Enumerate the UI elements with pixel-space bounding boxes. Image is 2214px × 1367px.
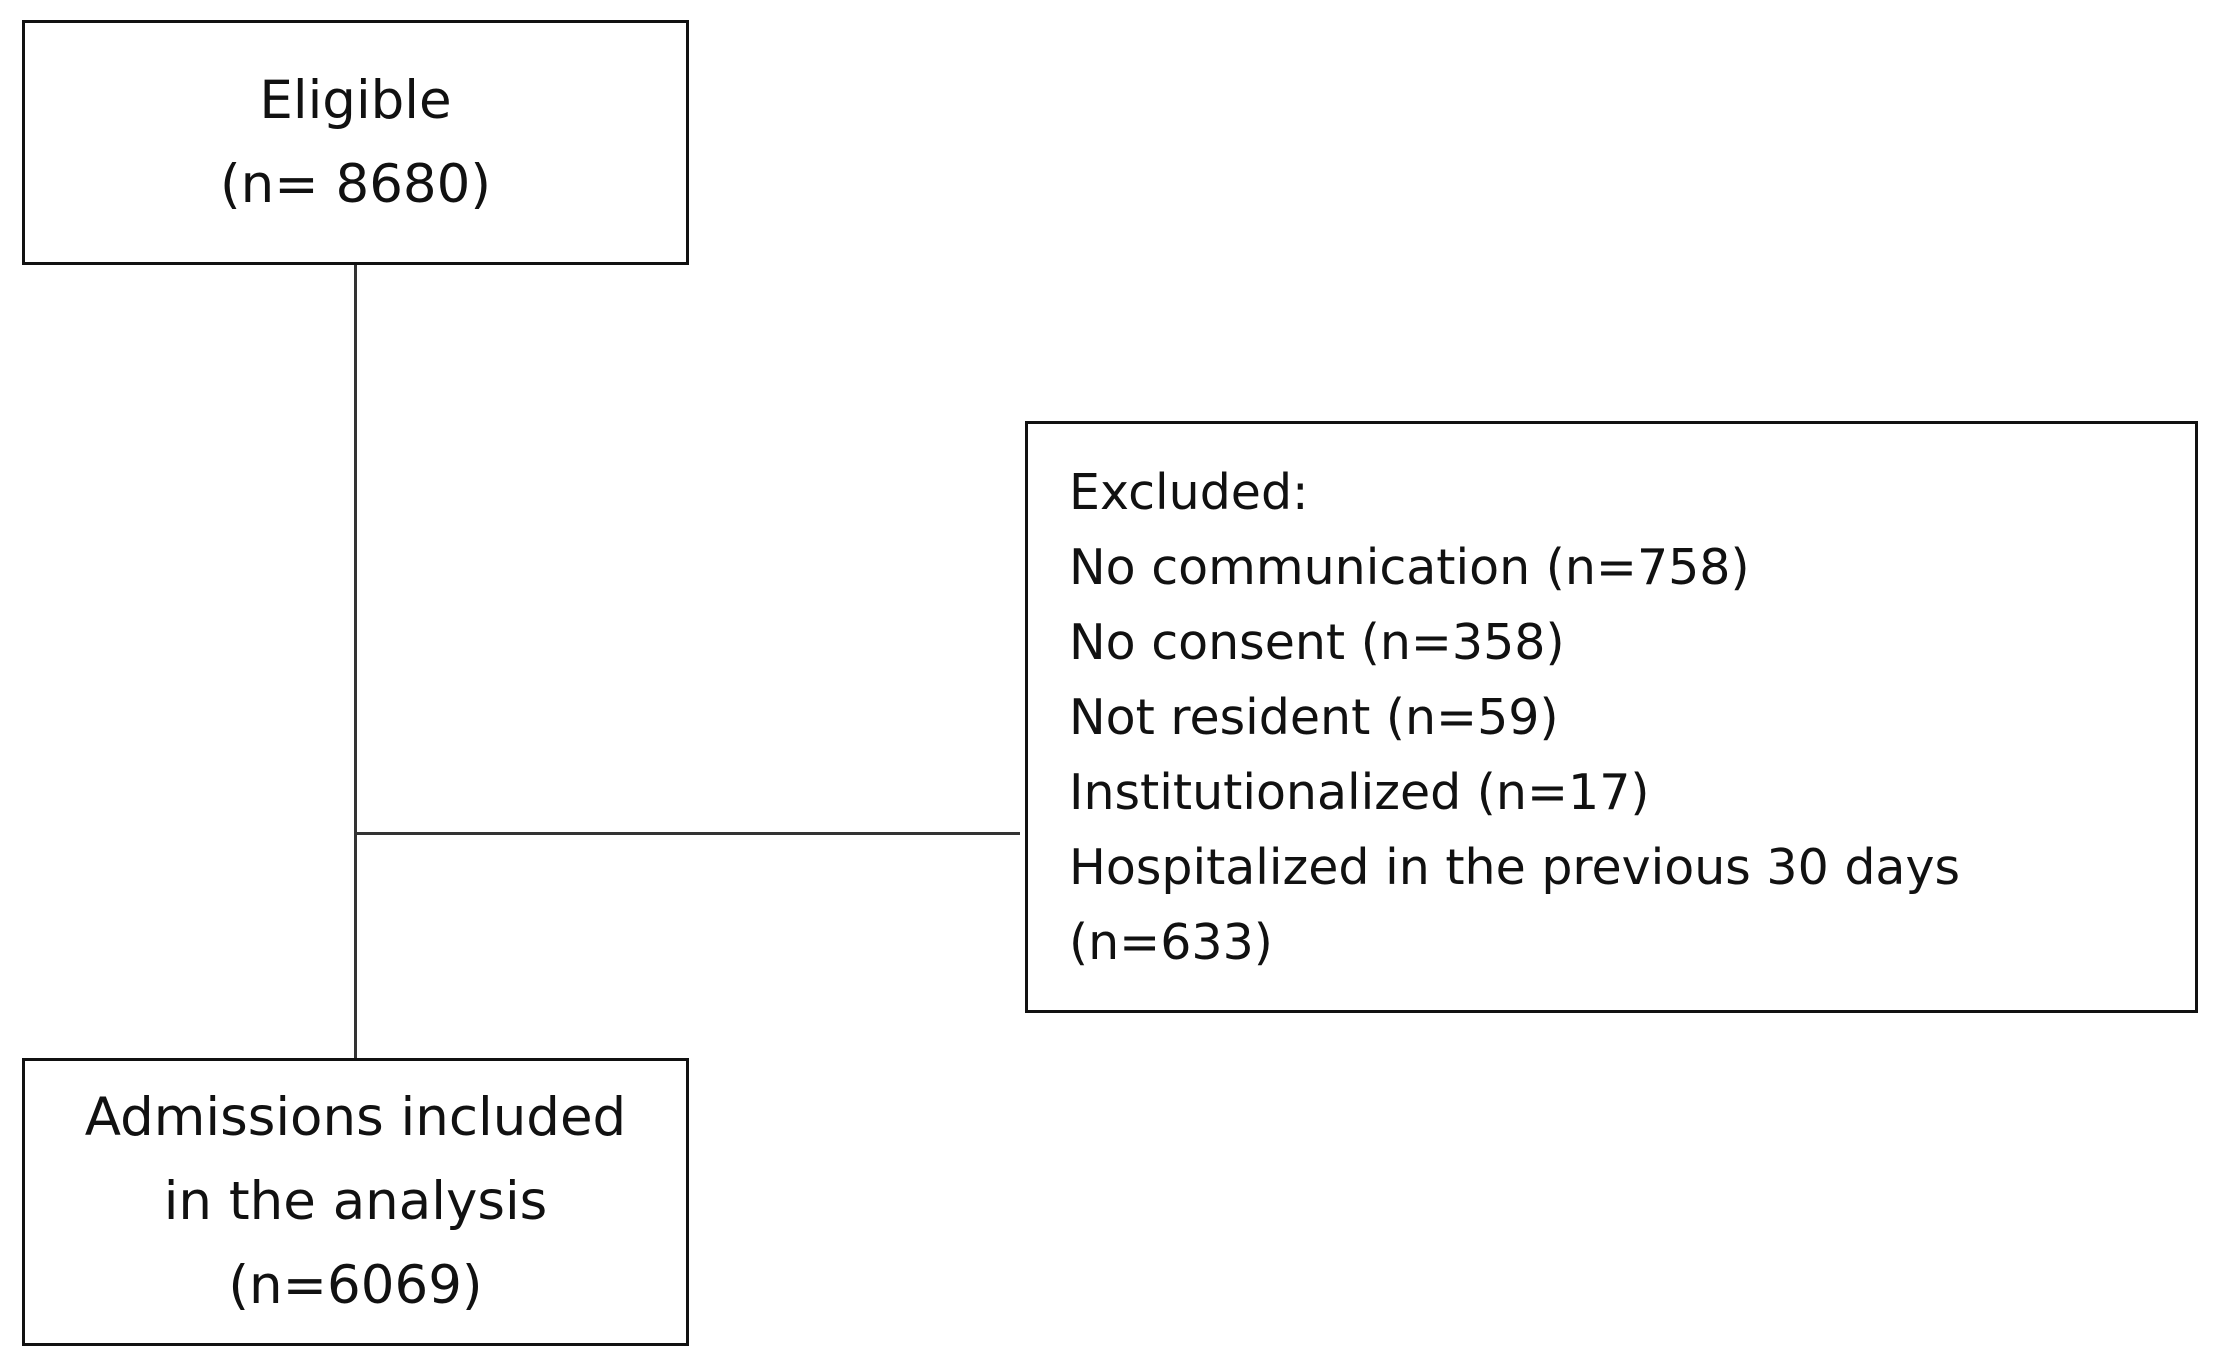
included-label-line2: in the analysis xyxy=(163,1171,548,1232)
eligible-label: Eligible xyxy=(259,69,452,131)
included-label-line1: Admissions included xyxy=(84,1087,627,1148)
vertical-connector-line xyxy=(354,265,357,1058)
exclusion-branch-line xyxy=(354,832,1020,835)
excluded-heading: Excluded: xyxy=(1069,464,1309,521)
excluded-reason-hospitalized: Hospitalized in the previous 30 days xyxy=(1069,839,1960,896)
excluded-reason-no-consent: No consent (n=358) xyxy=(1069,614,1565,671)
excluded-reason-not-resident: Not resident (n=59) xyxy=(1069,689,1559,746)
included-box: Admissions included in the analysis (n=6… xyxy=(22,1058,689,1346)
excluded-box: Excluded: No communication (n=758) No co… xyxy=(1025,421,2198,1013)
excluded-reason-hospitalized-count: (n=633) xyxy=(1069,914,1273,971)
eligible-box: Eligible (n= 8680) xyxy=(22,20,689,265)
excluded-reason-no-communication: No communication (n=758) xyxy=(1069,539,1750,596)
eligible-count: (n= 8680) xyxy=(219,153,492,215)
included-count: (n=6069) xyxy=(228,1255,483,1316)
excluded-reason-institutionalized: Institutionalized (n=17) xyxy=(1069,764,1650,821)
